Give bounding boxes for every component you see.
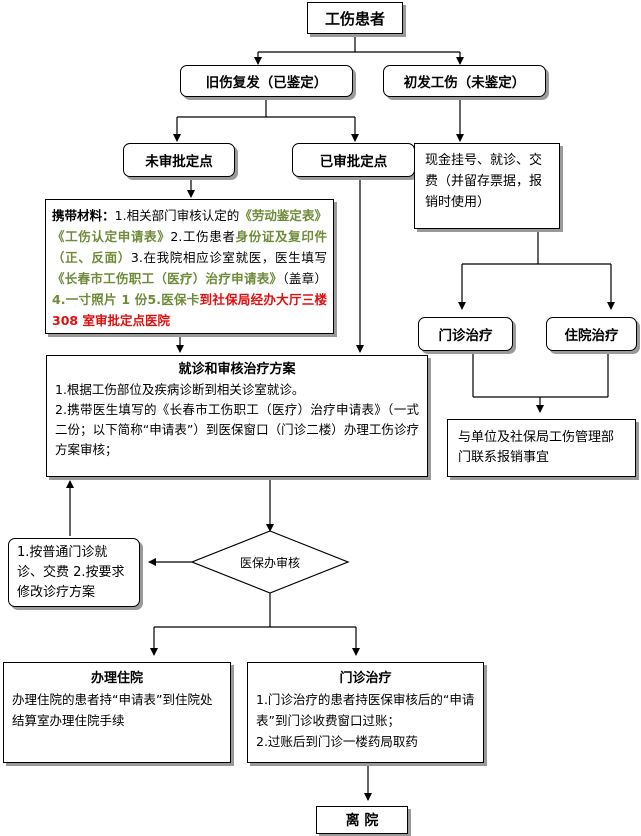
outpatient-title: 门诊治疗 (339, 671, 392, 686)
node-revise-plan: 1.按普通门诊就诊、交费 2.按要求修改诊疗方案 (8, 538, 140, 607)
node-reimbursement: 与单位及社保局工伤管理部门联系报销事宜 (447, 419, 636, 477)
plan-step-2: 2.携带医生填写的《长春市工伤职工（医疗）治疗申请表》（一式二份；以下简称“申请… (55, 402, 419, 457)
materials-text: 2.工伤患者 (170, 229, 236, 244)
materials-highlight: 5.医保卡 (147, 292, 200, 307)
node-inpatient-treatment-small: 住院治疗 (546, 317, 637, 351)
materials-highlight: 《劳动鉴定表》《工伤认定申请表》 (52, 208, 327, 244)
materials-label: 携带材料： (52, 208, 115, 223)
node-treatment-plan: 就诊和审核治疗方案 1.根据工伤部位及疾病诊断到相关诊室就诊。 2.携带医生填写… (46, 355, 428, 477)
node-inpatient-admission: 办理住院 办理住院的患者持“申请表”到住院处结算室办理住院手续 (3, 662, 231, 763)
outpatient-step-2: 2.过账后到门诊一楼药局取药 (256, 734, 418, 749)
outpatient-step-1: 1.门诊治疗的患者持医保审核后的“申请表”到门诊收费窗口过账； (256, 692, 475, 728)
plan-step-1: 1.根据工伤部位及疾病诊断到相关诊室就诊。 (55, 382, 305, 397)
node-discharge: 离 院 (316, 806, 408, 834)
node-outpatient-treatment: 门诊治疗 1.门诊治疗的患者持医保审核后的“申请表”到门诊收费窗口过账； 2.过… (247, 662, 484, 763)
node-approved: 已审批定点 (292, 143, 415, 177)
decision-label: 医保办审核 (239, 555, 300, 570)
node-required-materials: 携带材料：1.相关部门审核认定的《劳动鉴定表》《工伤认定申请表》2.工伤患者身份… (45, 199, 334, 334)
node-cash-payment: 现金挂号、就诊、交费（并留存票据，报销时使用） (414, 143, 560, 229)
node-patient: 工伤患者 (307, 2, 403, 34)
materials-highlight: 身份证及复印件（正、反面） (52, 229, 327, 265)
node-new-injury: 初发工伤（未鉴定） (383, 65, 546, 97)
materials-text: 1.相关部门审核认定的 (114, 208, 240, 223)
plan-title: 就诊和审核治疗方案 (178, 362, 296, 377)
node-old-injury: 旧伤复发（已鉴定） (180, 65, 353, 97)
node-outpatient-treatment-small: 门诊治疗 (418, 317, 513, 351)
inpatient-title: 办理住院 (90, 671, 143, 686)
materials-text: （盖章） (282, 271, 327, 286)
materials-highlight: 《长春市工伤职工（医疗）治疗申请表》 (52, 271, 283, 286)
review-decision-diamond (190, 530, 350, 594)
materials-highlight: 4.一寸照片 1 份 (52, 292, 148, 307)
materials-text: 3.在我院相应诊室就医，医生填写 (130, 250, 327, 265)
node-unapproved: 未审批定点 (123, 143, 235, 177)
materials-red-note: 到社保局经办大厅三楼 308 室审批定点医院 (52, 292, 327, 328)
inpatient-body: 办理住院的患者持“申请表”到住院处结算室办理住院手续 (12, 692, 213, 728)
